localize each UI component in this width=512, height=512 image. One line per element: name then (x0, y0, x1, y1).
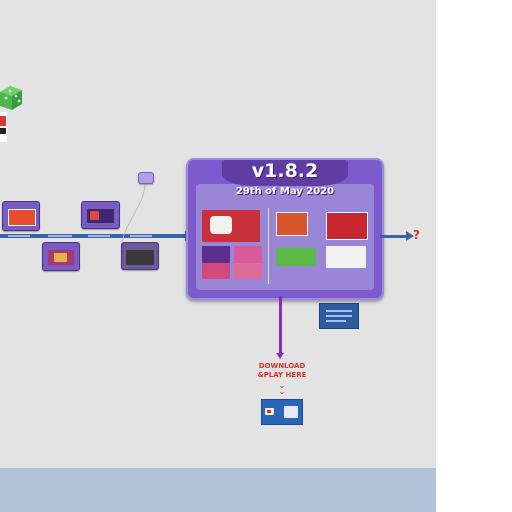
screenshot-game (234, 246, 262, 266)
double-chevron-down-icon: ⌄⌄ (278, 381, 286, 396)
update-thumbnail (8, 209, 36, 226)
download-thumbnail-preview (284, 406, 298, 418)
update-thumbnail-art (54, 253, 67, 262)
next-release-link[interactable]: ? (413, 228, 420, 242)
update-card[interactable] (121, 242, 159, 270)
download-label-line2: &PLAY HERE (257, 371, 307, 379)
download-thumbnail[interactable] (261, 399, 303, 425)
screenshot-feature (276, 248, 316, 266)
update-card[interactable] (81, 201, 120, 229)
timeline-marker (130, 235, 152, 237)
screenshot-feature (276, 212, 308, 236)
screenshot-feature (326, 212, 368, 240)
screenshot-game (234, 263, 262, 279)
update-card[interactable] (2, 201, 40, 231)
timeline-marker (48, 235, 72, 237)
info-card[interactable] (319, 303, 359, 329)
download-label-line1: DOWNLOAD (258, 362, 306, 370)
download-thumbnail-logo-mark (267, 410, 271, 413)
download-connector (279, 296, 282, 354)
timeline-marker (8, 235, 30, 237)
update-card[interactable] (42, 242, 80, 271)
connector-line (121, 181, 146, 243)
download-link[interactable]: DOWNLOAD &PLAY HERE (250, 362, 314, 380)
screenshot-game (202, 246, 230, 266)
release-card[interactable]: v1.8.2 29th of May 2020 (186, 158, 384, 300)
release-date: 29th of May 2020 (235, 186, 335, 197)
footer-band (0, 468, 436, 512)
dice-icon (0, 86, 22, 142)
release-version: v1.8.2 (251, 160, 319, 182)
screenshot-dice-art (210, 216, 232, 234)
next-connector (380, 235, 408, 238)
update-thumbnail-art (90, 211, 99, 220)
next-arrowhead (406, 231, 414, 241)
timeline-marker (88, 235, 110, 237)
note-card[interactable] (138, 172, 154, 184)
version-banner (222, 160, 348, 186)
screenshot-note (326, 246, 366, 268)
screenshot-game (202, 263, 230, 279)
download-connector-arrowhead (276, 353, 284, 359)
empty-area (436, 0, 512, 512)
info-card-line (326, 310, 352, 312)
info-card-line (326, 320, 346, 322)
info-card-line (326, 315, 352, 317)
board-canvas[interactable]: v1.8.2 29th of May 2020 ? DOWNLOAD &PLAY… (0, 0, 436, 468)
update-thumbnail (126, 250, 154, 265)
divider (268, 208, 269, 284)
